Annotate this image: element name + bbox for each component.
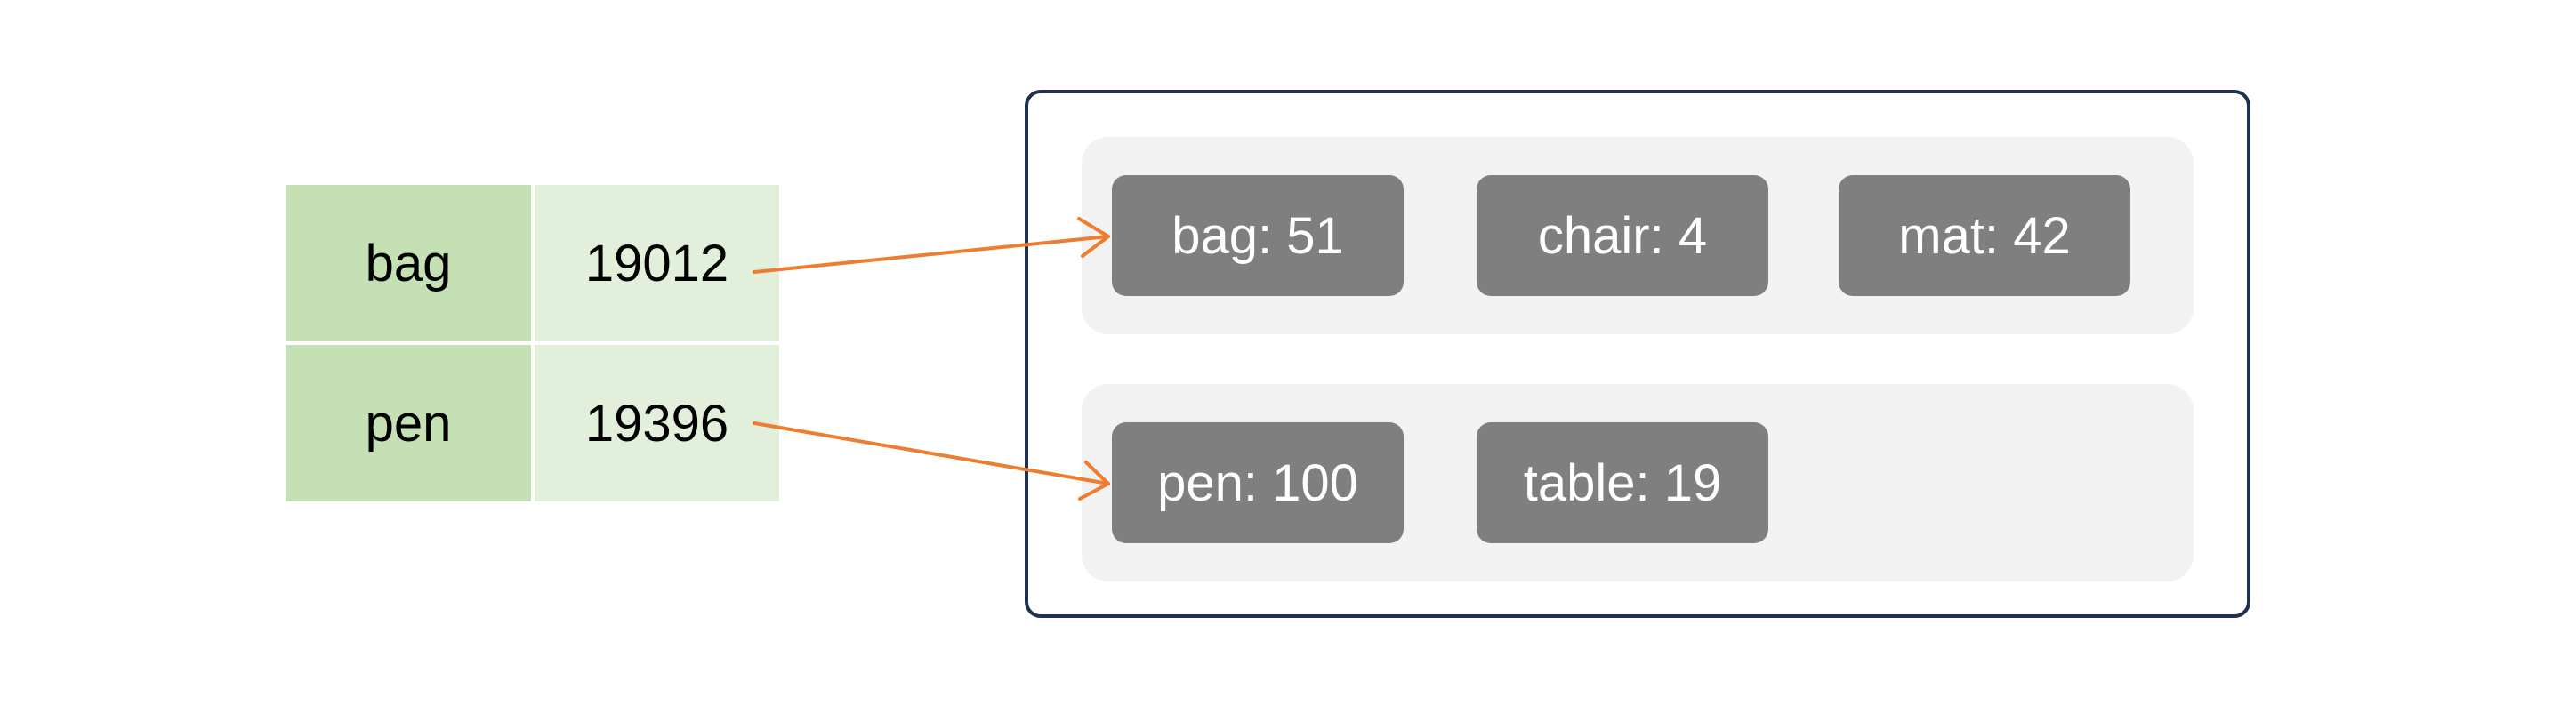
table-key-cell: bag [286,185,531,341]
bucket-entry: mat: 42 [1839,175,2130,296]
table-value-cell: 19012 [535,185,779,341]
bucket-entry: pen: 100 [1112,422,1404,543]
bucket-entry: table: 19 [1477,422,1768,543]
table-key-cell: pen [286,345,531,501]
bucket-entry: chair: 4 [1477,175,1768,296]
table-value-cell: 19396 [535,345,779,501]
bucket-entry: bag: 51 [1112,175,1404,296]
